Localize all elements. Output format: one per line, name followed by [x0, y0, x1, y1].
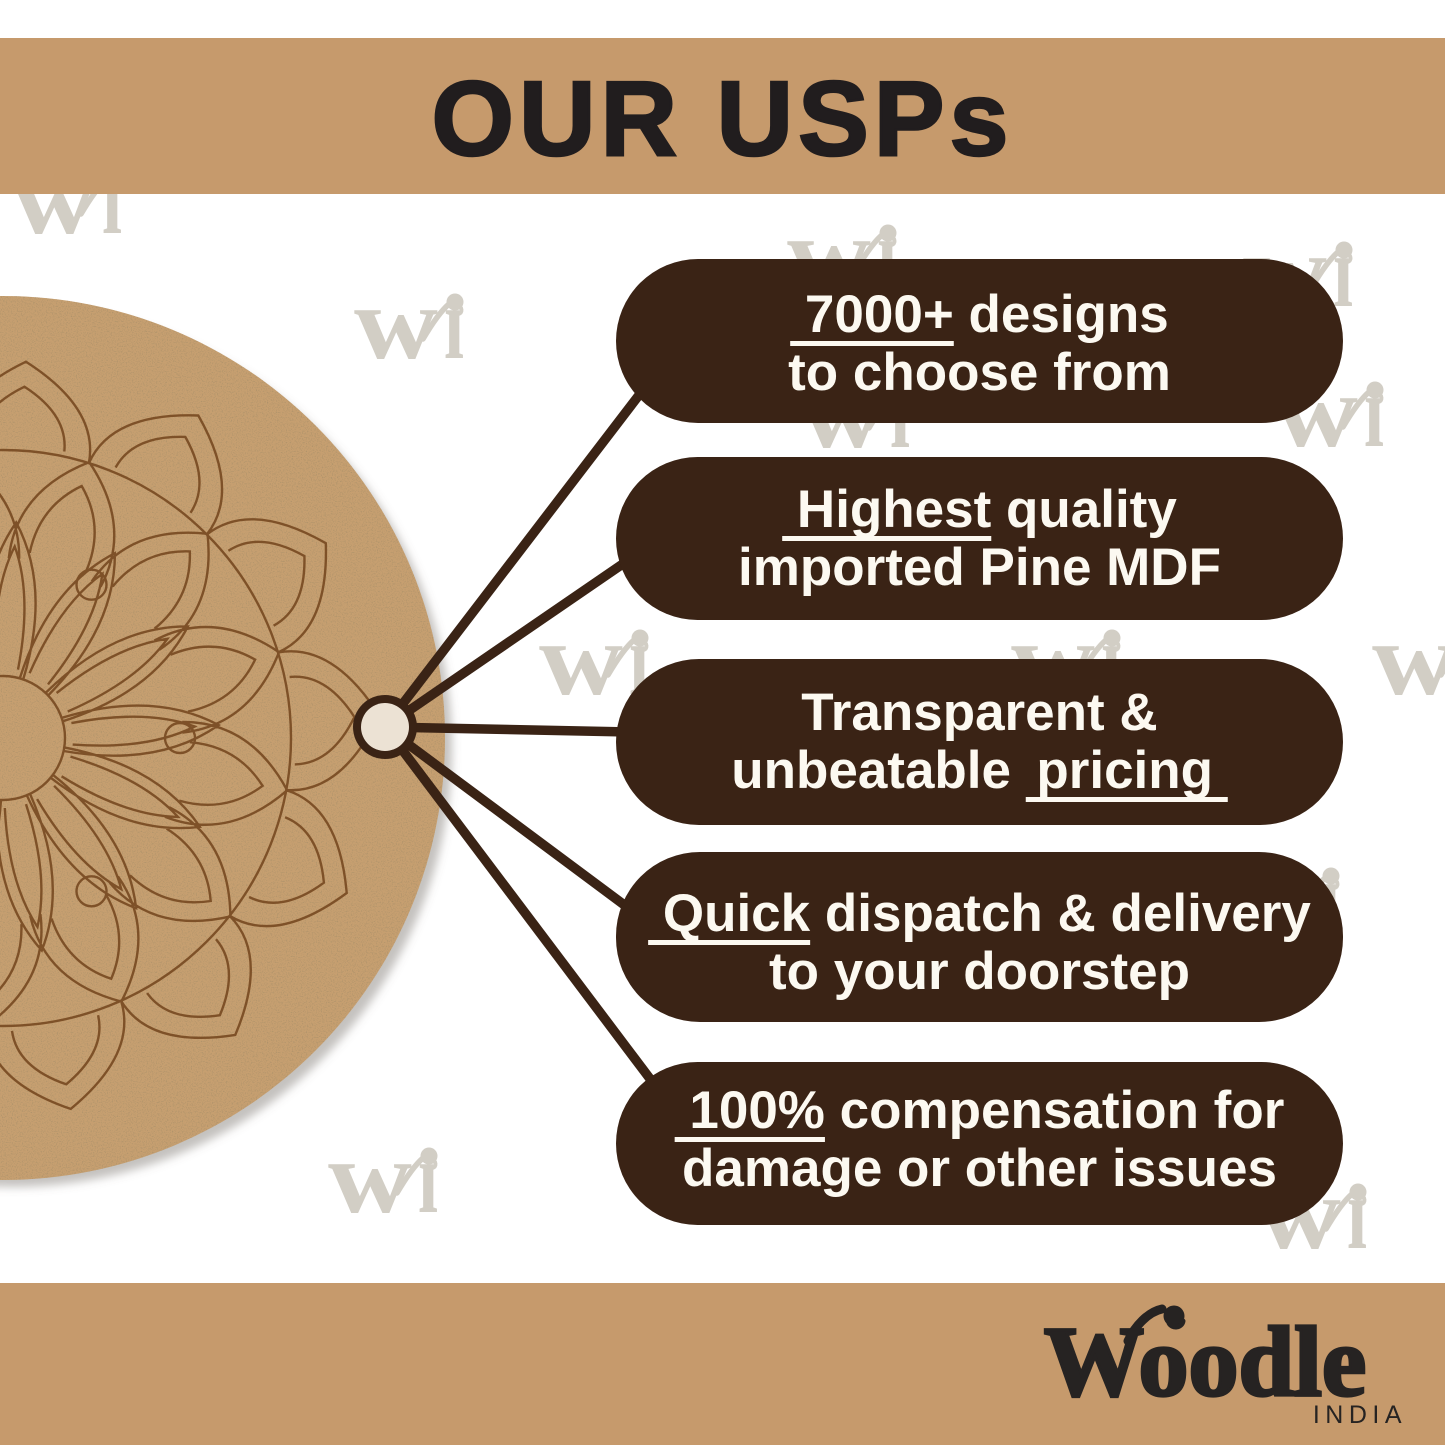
svg-text:Woodle: Woodle [1044, 1306, 1366, 1417]
svg-text:INDIA: INDIA [1313, 1401, 1407, 1429]
